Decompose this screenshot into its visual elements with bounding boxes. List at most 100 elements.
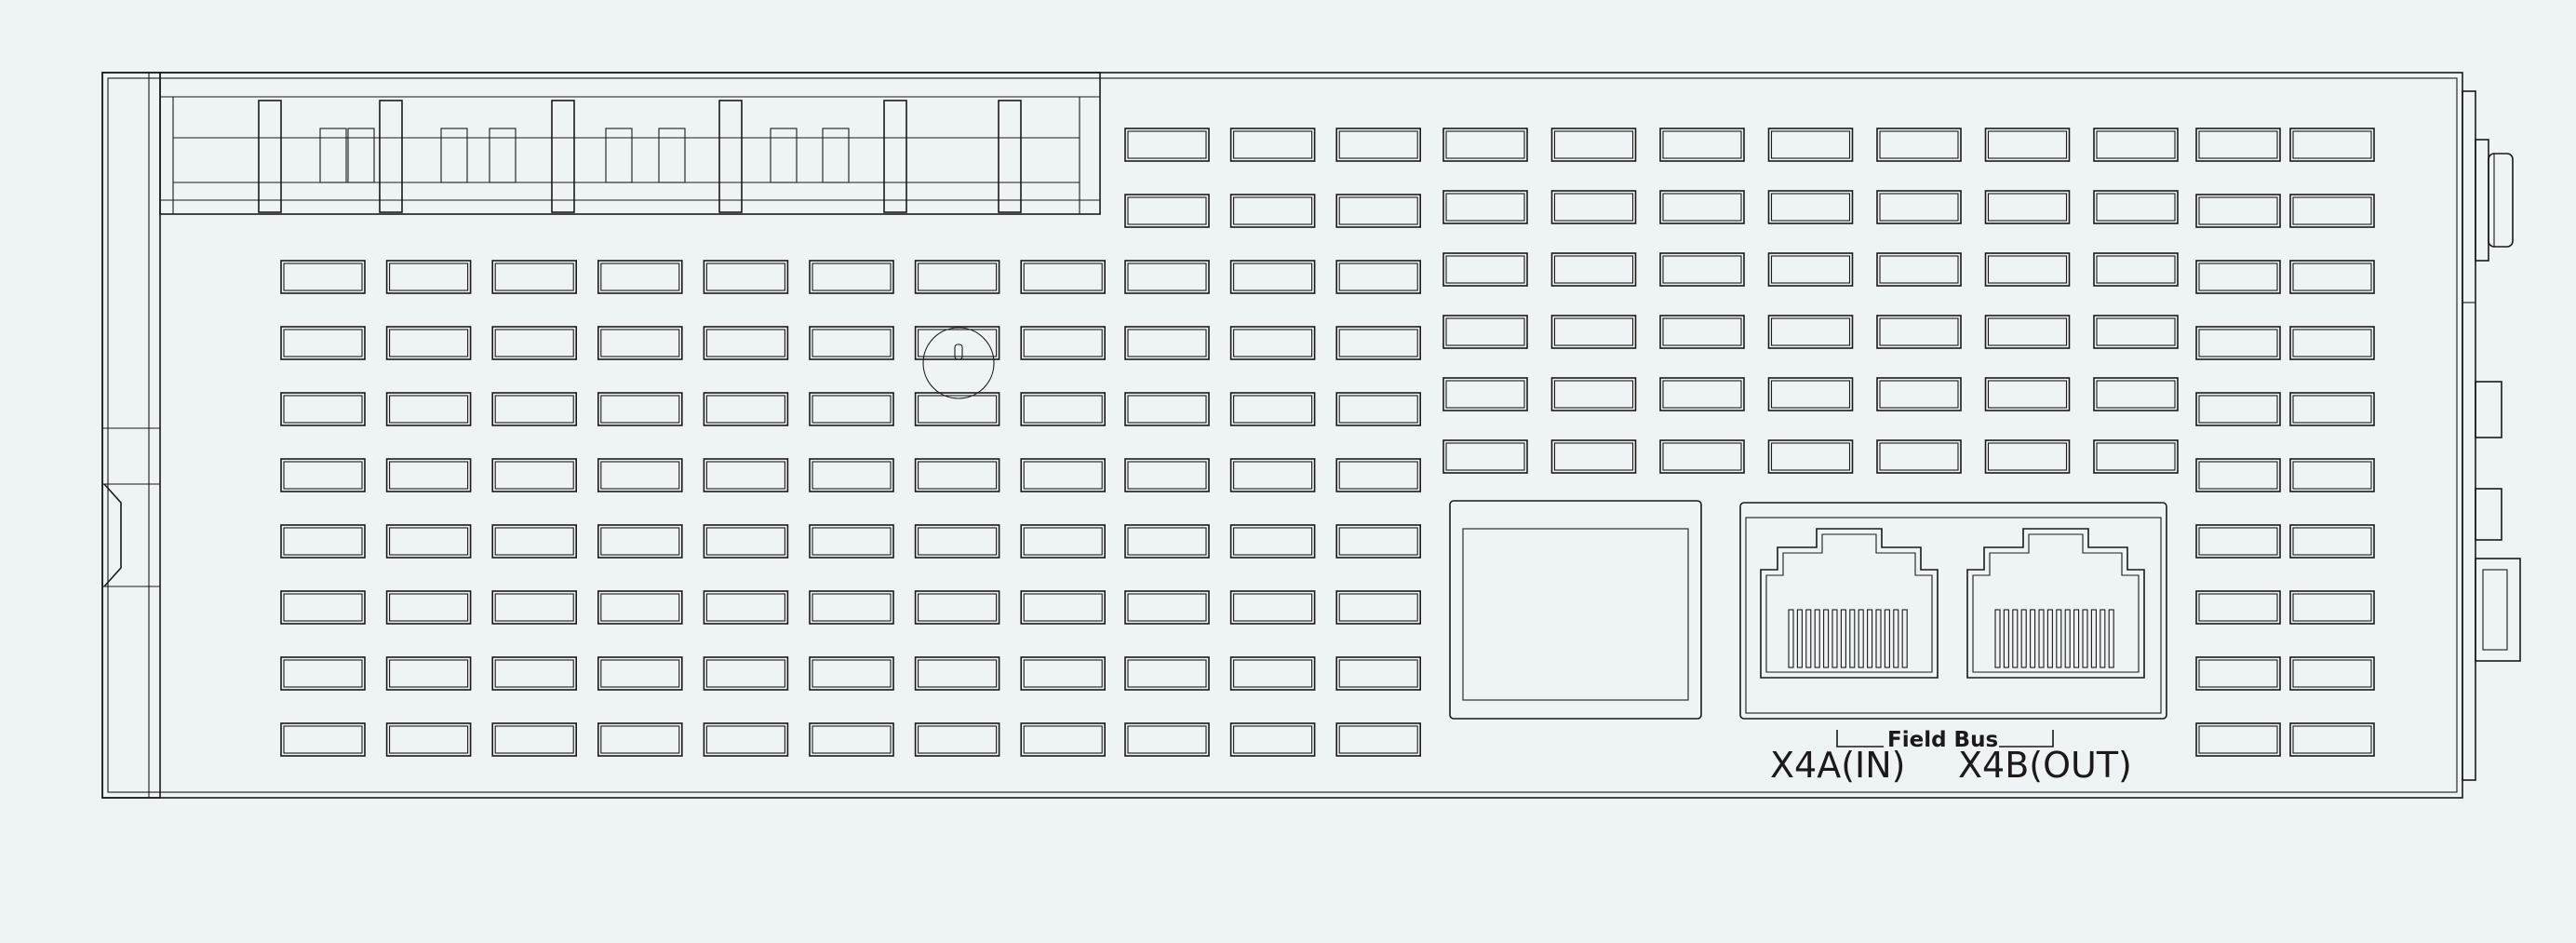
vent-slot: [1020, 326, 1106, 360]
plug-pin: [347, 128, 375, 183]
vent-slot: [2195, 722, 2281, 757]
vent-slot: [1124, 260, 1210, 294]
vent-slot: [1335, 656, 1421, 691]
vent-slot: [1124, 392, 1210, 426]
vent-slot: [1767, 252, 1854, 287]
vent-slot: [1124, 326, 1210, 360]
vent-slot: [491, 656, 578, 691]
vent-slot: [280, 722, 366, 757]
vent-slot: [703, 590, 789, 625]
vent-slot: [1984, 252, 2071, 287]
vent-slot: [1020, 656, 1106, 691]
vent-slot: [2195, 128, 2281, 162]
vent-slot: [1229, 128, 1316, 162]
vent-slot: [385, 392, 472, 426]
vent-slot: [2289, 326, 2375, 360]
port-label-x4a: X4A(IN): [1770, 745, 1906, 786]
vent-slot: [703, 656, 789, 691]
vent-slot: [1659, 377, 1745, 411]
vent-slot: [2195, 260, 2281, 294]
plug-pin: [658, 128, 686, 183]
plug-pin: [605, 128, 633, 183]
vent-slot: [809, 524, 894, 559]
vent-slot: [1335, 458, 1421, 492]
vent-slot: [703, 392, 789, 426]
vent-slot: [2093, 439, 2179, 474]
vent-slot: [1020, 524, 1106, 559]
vent-slot: [1984, 128, 2071, 162]
vent-slot: [1020, 458, 1106, 492]
vent-slot: [1876, 128, 1962, 162]
plug-tooth: [551, 100, 575, 213]
vent-slot: [491, 590, 578, 625]
vent-slot: [597, 392, 683, 426]
plug-tooth: [379, 100, 403, 213]
vent-slot: [1124, 722, 1210, 757]
vent-slot: [914, 326, 1000, 360]
vent-slot: [491, 458, 578, 492]
terminal-plug-block: [159, 72, 1101, 215]
vent-slot: [280, 260, 366, 294]
vent-slot: [809, 722, 894, 757]
housing-inner-outline: [107, 77, 2458, 793]
vent-slot: [703, 722, 789, 757]
vent-slot: [2195, 656, 2281, 691]
vent-slot: [1550, 315, 1637, 349]
vent-slot: [280, 524, 366, 559]
vent-slot: [1550, 190, 1637, 224]
vent-slot: [1876, 377, 1962, 411]
vent-slot: [491, 260, 578, 294]
vent-slot: [1767, 439, 1854, 474]
vent-slot: [1229, 260, 1316, 294]
vent-slot: [385, 458, 472, 492]
vent-slot: [1020, 260, 1106, 294]
vent-slot: [597, 326, 683, 360]
plug-teeth: [173, 100, 1080, 213]
vent-slot: [1550, 439, 1637, 474]
vent-slot: [2195, 524, 2281, 559]
vent-slot: [703, 524, 789, 559]
vent-slot: [1767, 190, 1854, 224]
vent-slot: [2289, 458, 2375, 492]
vent-slot: [809, 392, 894, 426]
port-label-x4b: X4B(OUT): [1958, 745, 2132, 786]
vent-slot: [1659, 252, 1745, 287]
vent-slot: [1335, 590, 1421, 625]
rj45-port-x4b: [1966, 528, 2145, 679]
vent-slot: [1442, 439, 1528, 474]
vent-slot: [2093, 315, 2179, 349]
vent-slot: [1229, 392, 1316, 426]
vent-slot: [2093, 252, 2179, 287]
vent-slot: [1659, 315, 1745, 349]
vent-slot: [597, 590, 683, 625]
vent-slot: [2289, 590, 2375, 625]
vent-slot: [2093, 190, 2179, 224]
vent-slot: [809, 326, 894, 360]
vent-slot: [703, 326, 789, 360]
vent-slot: [597, 656, 683, 691]
vent-slot: [1020, 722, 1106, 757]
vent-slot: [1335, 392, 1421, 426]
vent-slot: [1229, 194, 1316, 228]
vent-slot: [280, 326, 366, 360]
vent-slot: [1124, 656, 1210, 691]
vent-slot: [1229, 722, 1316, 757]
vent-slot: [1876, 252, 1962, 287]
vent-slot: [809, 260, 894, 294]
vent-slot: [2093, 128, 2179, 162]
vent-slot: [914, 722, 1000, 757]
vent-slot: [1442, 128, 1528, 162]
vent-slot: [1767, 377, 1854, 411]
vent-slot: [491, 524, 578, 559]
right-side-connector: [2462, 90, 2521, 781]
plug-pin: [319, 128, 347, 183]
plug-tooth: [718, 100, 743, 213]
plug-pin: [489, 128, 517, 183]
vent-slot: [1984, 190, 2071, 224]
vent-slot: [385, 524, 472, 559]
vent-slot: [385, 656, 472, 691]
vent-slot: [914, 458, 1000, 492]
vent-slot: [1876, 315, 1962, 349]
vent-slot: [385, 722, 472, 757]
